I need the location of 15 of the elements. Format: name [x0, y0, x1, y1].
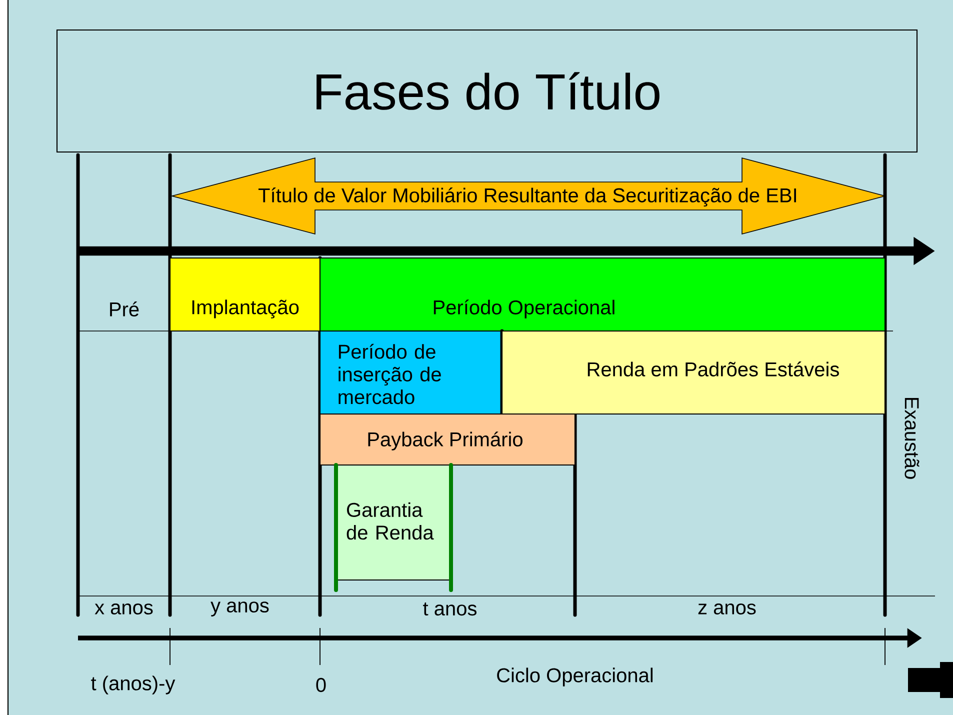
axis-label: Exaustão: [904, 396, 920, 480]
guarantee-bar: Garantia de Renda: [334, 463, 453, 592]
axis-label: t anos: [422, 602, 478, 616]
phase-bar: Período de inserção de mercado: [319, 329, 504, 416]
axis-label: Pré: [108, 300, 140, 318]
axis-label: y anos: [210, 600, 270, 618]
axis-label: Ciclo Operacional: [495, 667, 655, 687]
title-box: Fases do Título: [56, 29, 918, 153]
phase-bar: Implantação: [169, 257, 321, 332]
phase-bar: Payback Primário: [319, 413, 576, 466]
axis-label: t (anos)-y: [90, 675, 176, 695]
phase-bar: Período Operacional: [319, 257, 886, 332]
axis-label: z anos: [696, 602, 758, 616]
axis-label: x anos: [94, 602, 154, 616]
phase-bar: Renda em Padrões Estáveis: [501, 330, 886, 415]
